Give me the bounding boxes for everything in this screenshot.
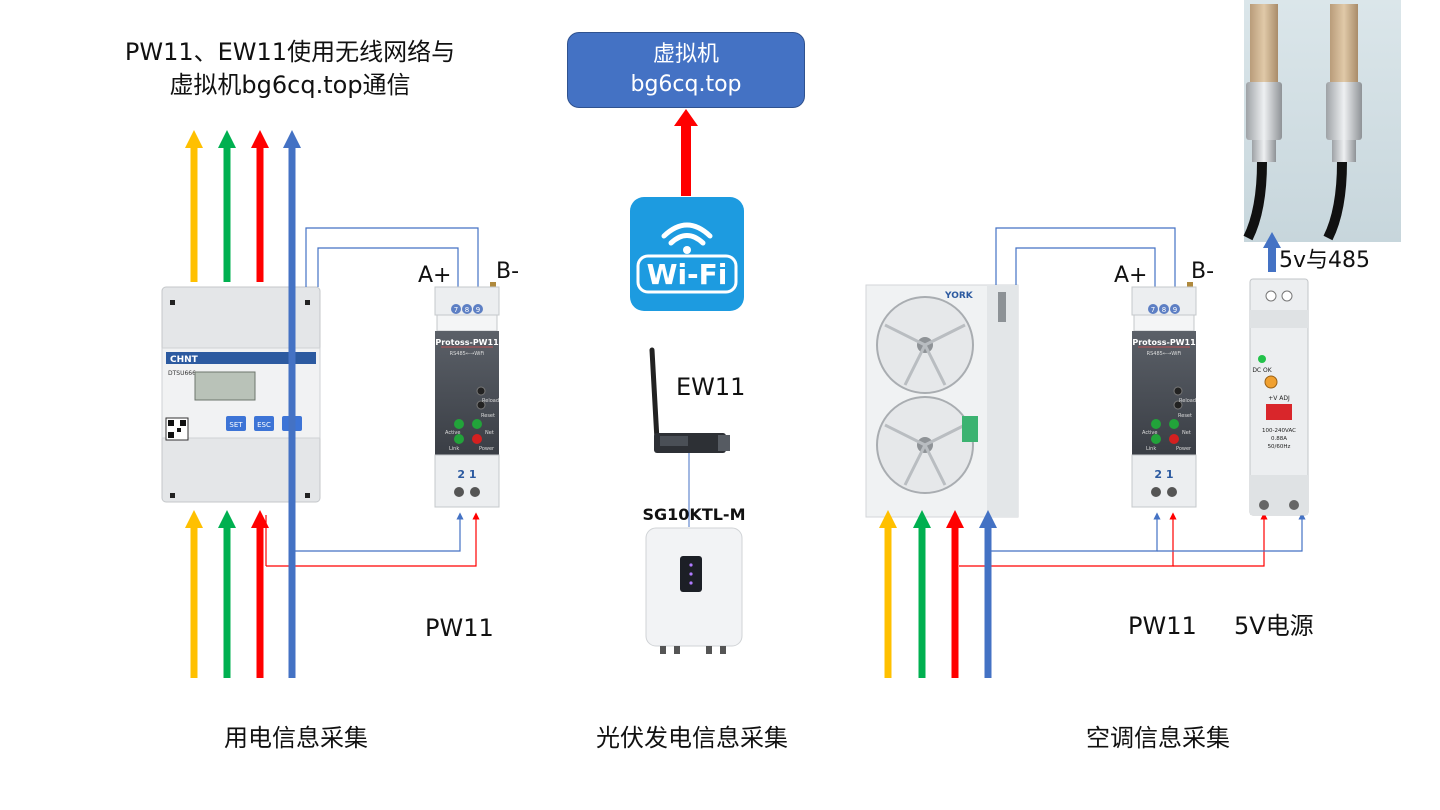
pw11-right: 7 8 9 Protoss-PW11 RS485←→WiFi Reload Re…: [1131, 282, 1197, 508]
psu-adjust-knob[interactable]: [1264, 375, 1278, 389]
vm-title: 虚拟机: [652, 42, 719, 67]
meter-set-button[interactable]: [226, 416, 246, 431]
pw11-brand: Protoss-PW11: [435, 338, 499, 347]
meter-esc-button[interactable]: [254, 416, 274, 431]
right-section-caption: 空调信息采集: [1086, 724, 1230, 752]
svg-text:7: 7: [454, 306, 458, 314]
meter-brand: CHNT: [170, 355, 199, 365]
middle-section: Wi-Fi EW11 SG10KTL-M 光伏发电信息采集: [596, 109, 788, 752]
left-b-minus-label: B-: [496, 259, 519, 284]
svg-text:Link: Link: [1146, 446, 1156, 452]
svg-text:7: 7: [1151, 306, 1155, 314]
left-section-caption: 用电信息采集: [224, 724, 368, 752]
meter-brand-strip: [166, 352, 316, 364]
svg-text:DC OK: DC OK: [1252, 367, 1272, 374]
svg-text:Net: Net: [1182, 430, 1191, 436]
svg-text:RS485←→WiFi: RS485←→WiFi: [450, 351, 485, 357]
svg-text:Active: Active: [1142, 430, 1157, 436]
svg-text:+V ADJ: +V ADJ: [1268, 395, 1290, 402]
ew11-label: EW11: [676, 373, 745, 401]
inverter: [645, 527, 743, 654]
right-b-minus-label: B-: [1191, 259, 1214, 284]
psu-caption: 5V电源: [1234, 612, 1314, 640]
pw11-brand: Protoss-PW11: [1132, 338, 1196, 347]
neutral-arrow: [283, 130, 301, 678]
svg-text:2 1: 2 1: [457, 468, 476, 481]
svg-text:Net: Net: [485, 430, 494, 436]
sensor-2: [1323, 4, 1362, 241]
svg-text:8: 8: [465, 306, 469, 314]
svg-text:2 1: 2 1: [1154, 468, 1173, 481]
svg-text:9: 9: [476, 306, 480, 314]
svg-text:0.88A: 0.88A: [1271, 436, 1287, 442]
vm-host: bg6cq.top: [630, 72, 742, 97]
svg-text:100-240VAC: 100-240VAC: [1262, 428, 1296, 434]
phase-arrows-bottom: [185, 510, 269, 678]
svg-text:Active: Active: [445, 430, 460, 436]
svg-text:9: 9: [1173, 306, 1177, 314]
ac-brand-plate: [935, 288, 975, 300]
pw11-left: 7 8 9 Protoss-PW11 RS485←→WiFi Reload Re…: [434, 282, 500, 508]
svg-text:8: 8: [1162, 306, 1166, 314]
psu-logo: [1266, 404, 1292, 420]
energy-meter: CHNT DTSU666 SET ESC →: [161, 286, 321, 503]
svg-text:Link: Link: [449, 446, 459, 452]
right-wires: [959, 227, 1306, 567]
left-wires: [265, 227, 480, 567]
vm-box: 虚拟机 bg6cq.top: [567, 32, 805, 108]
meter-lcd: [194, 371, 256, 401]
psu-5v: DC OK +V ADJ 100-240VAC 0.88A 50/60Hz: [1249, 278, 1309, 516]
ac-unit: YORK: [865, 284, 1019, 518]
left-pw11-caption: PW11: [425, 614, 494, 642]
svg-text:Reset: Reset: [1178, 413, 1192, 419]
page-title: PW11、EW11使用无线网络与 虚拟机bg6cq.top通信: [90, 36, 490, 102]
wifi-label: Wi-Fi: [647, 258, 728, 291]
ac-phase-arrows: [879, 510, 997, 678]
right-section: 5v与485 YORK: [865, 0, 1401, 752]
svg-text:50/60Hz: 50/60Hz: [1268, 444, 1291, 450]
right-pw11-caption: PW11: [1128, 612, 1197, 640]
phase-arrows-top: [185, 130, 269, 282]
svg-text:SET: SET: [229, 421, 243, 429]
title-line-1: PW11、EW11使用无线网络与: [124, 38, 456, 66]
svg-text:Power: Power: [1176, 446, 1192, 452]
svg-text:Reload: Reload: [482, 398, 499, 404]
svg-text:Reset: Reset: [481, 413, 495, 419]
sensor-note: 5v与485: [1279, 248, 1370, 273]
wifi-icon: [661, 222, 713, 239]
title-line-2: 虚拟机bg6cq.top通信: [169, 71, 411, 99]
svg-text:ESC: ESC: [257, 421, 271, 429]
ew11-device: [649, 347, 730, 527]
ac-brand: YORK: [944, 291, 974, 301]
middle-section-caption: 光伏发电信息采集: [596, 724, 788, 752]
left-a-plus-label: A+: [418, 263, 451, 288]
svg-text:RS485←→WiFi: RS485←→WiFi: [1147, 351, 1182, 357]
wifi-tile: Wi-Fi: [630, 197, 744, 311]
left-section: CHNT DTSU666 SET ESC →: [161, 130, 519, 752]
right-a-plus-label: A+: [1114, 263, 1147, 288]
svg-text:Reload: Reload: [1179, 398, 1196, 404]
svg-text:Power: Power: [479, 446, 495, 452]
sensor-photos: [1243, 0, 1401, 242]
meter-model: DTSU666: [168, 370, 196, 377]
psu-dc-ok-led: [1258, 355, 1266, 363]
sensor-1: [1243, 4, 1282, 241]
inverter-label: SG10KTL-M: [643, 505, 746, 524]
